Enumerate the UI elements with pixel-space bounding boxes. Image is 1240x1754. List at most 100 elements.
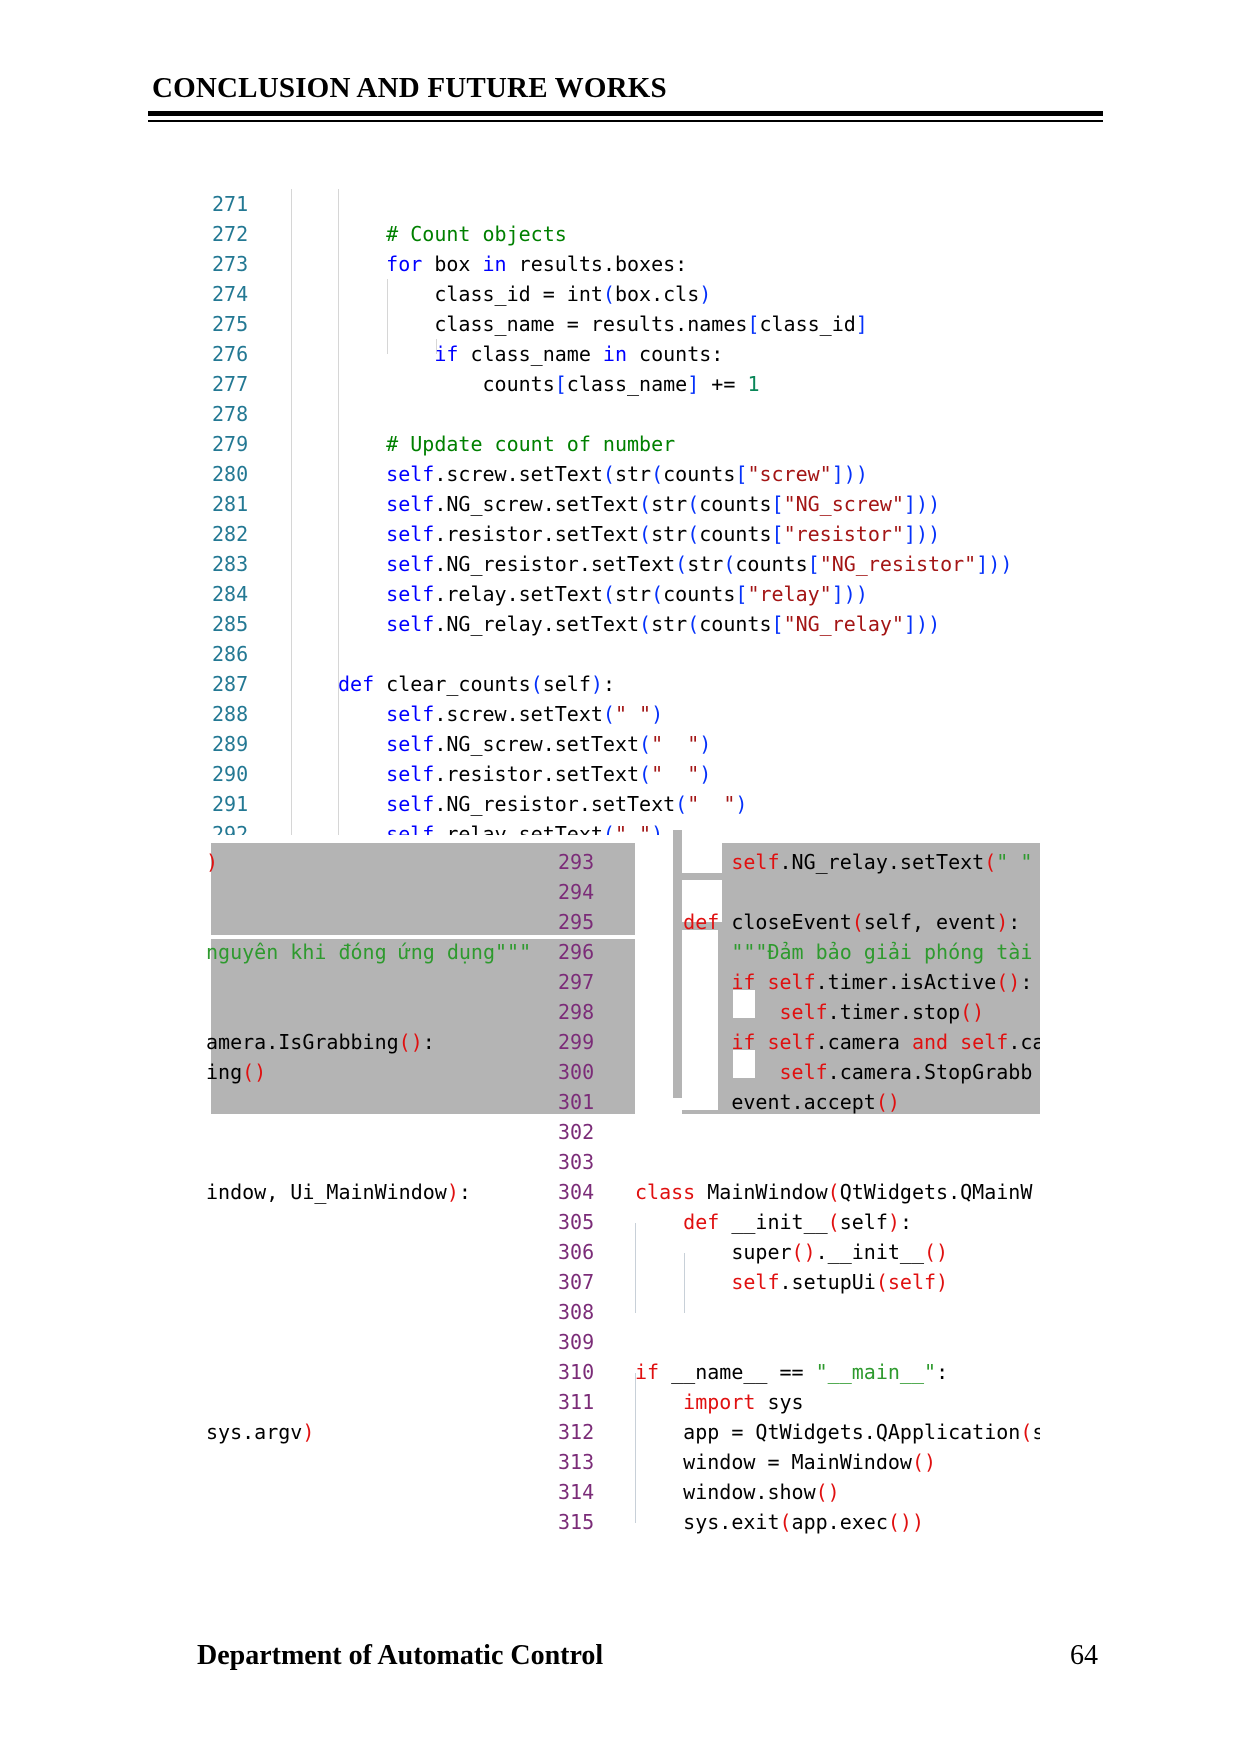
code-token: () (791, 1240, 816, 1264)
line-number: 289 (212, 732, 249, 756)
code-token: ( (602, 462, 615, 486)
code-token: ) (651, 702, 664, 726)
code-token: self (960, 1030, 1009, 1054)
code-token: clear_counts (374, 672, 531, 696)
code-token: self (767, 970, 816, 994)
code-token: def (338, 672, 375, 696)
glitch-block (211, 843, 635, 935)
code-token: ) (843, 582, 856, 606)
code-token: self (386, 702, 435, 726)
footer-department: Department of Automatic Control (197, 1640, 604, 1671)
line-number: 293 (558, 850, 595, 874)
code-token: () (887, 1510, 912, 1534)
code-line: self.screw.setText(str(counts["screw"])) (338, 459, 868, 489)
code-token: self (386, 762, 435, 786)
code-token: () (911, 1450, 937, 1474)
code-token: str (651, 522, 688, 546)
code-token: ( (602, 282, 615, 306)
code-line: ) (206, 847, 218, 877)
code-token: def (683, 1210, 720, 1234)
code-token: += (699, 372, 748, 396)
line-number: 315 (558, 1510, 595, 1534)
line-number: 276 (212, 342, 249, 366)
code-token: str (651, 612, 688, 636)
line-number: 271 (212, 192, 249, 216)
code-token: and (911, 1030, 949, 1054)
glitch-block (211, 939, 635, 1114)
code-listing-left-fragments: )nguyên khi đóng ứng dụng"""amera.IsGrab… (206, 847, 536, 1547)
code-line: self.resistor.setText(" ") (338, 759, 711, 789)
code-token (338, 432, 386, 456)
code-token: ( (639, 612, 652, 636)
code-token: box (422, 252, 483, 276)
code-token: : (458, 1180, 471, 1204)
glitch-notch (682, 880, 722, 922)
line-number: 307 (558, 1270, 595, 1294)
code-token (338, 462, 386, 486)
line-number: 296 (558, 940, 595, 964)
code-line: nguyên khi đóng ứng dụng""" (206, 937, 531, 967)
code-token: : (899, 1210, 912, 1234)
indent-guide (436, 339, 437, 354)
code-token: self (386, 732, 435, 756)
code-token: " " (614, 822, 652, 835)
code-line: self.setupUi(self) (635, 1267, 948, 1297)
code-token: .timer.isActive (815, 970, 997, 994)
code-token: # Count objects (386, 222, 567, 246)
line-number: 294 (558, 880, 595, 904)
code-token: .NG_screw.setText (434, 492, 640, 516)
code-token: "__main__" (815, 1360, 937, 1384)
code-token: MainWindow (695, 1180, 828, 1204)
line-number: 310 (558, 1360, 595, 1384)
code-token: class_id (759, 312, 856, 336)
line-number: 299 (558, 1030, 595, 1054)
line-number: 291 (212, 792, 249, 816)
code-token: [ (735, 462, 748, 486)
code-token (635, 1390, 683, 1414)
code-token: ] (831, 462, 844, 486)
code-token: ) (928, 492, 941, 516)
code-token: .NG_relay.setText (779, 850, 985, 874)
code-token: self (386, 822, 435, 835)
code-token: ) (887, 1210, 900, 1234)
line-number: 287 (212, 672, 249, 696)
code-token (338, 522, 386, 546)
code-token: "NG_screw" (783, 492, 904, 516)
code-token: ) (996, 910, 1009, 934)
code-line: def closeEvent(self, event): (635, 907, 1020, 937)
code-token (635, 1270, 731, 1294)
code-token: counts (663, 582, 736, 606)
code-token: ( (779, 1510, 792, 1534)
line-number: 279 (212, 432, 249, 456)
indent-guide (291, 189, 292, 835)
code-token: "relay" (747, 582, 832, 606)
code-token: sys (755, 1390, 804, 1414)
code-token: self (386, 792, 435, 816)
code-token: in (602, 342, 628, 366)
code-token (338, 822, 386, 835)
code-token: ( (687, 612, 700, 636)
code-token: self (542, 672, 591, 696)
code-token: .setupUi (779, 1270, 876, 1294)
line-number: 306 (558, 1240, 595, 1264)
code-token: ) (916, 492, 929, 516)
code-token: ) (855, 462, 868, 486)
code-token: ( (639, 762, 652, 786)
code-line: self.NG_screw.setText(str(counts["NG_scr… (338, 489, 940, 519)
code-token: ) (855, 582, 868, 606)
code-token: [ (771, 522, 784, 546)
code-token: ) (843, 462, 856, 486)
code-token: app.exec (791, 1510, 888, 1534)
code-token: str (687, 552, 724, 576)
line-number: 304 (558, 1180, 595, 1204)
line-number: 277 (212, 372, 249, 396)
code-token: () (815, 1480, 840, 1504)
code-token: [ (554, 372, 567, 396)
code-token: .NG_resistor.setText (434, 792, 676, 816)
code-token: # Update count of number (386, 432, 676, 456)
code-token: ) (988, 552, 1001, 576)
code-token: self (386, 492, 435, 516)
line-number: 273 (212, 252, 249, 276)
code-token: () (924, 1240, 949, 1264)
page-header-title: CONCLUSION AND FUTURE WORKS (152, 72, 667, 104)
